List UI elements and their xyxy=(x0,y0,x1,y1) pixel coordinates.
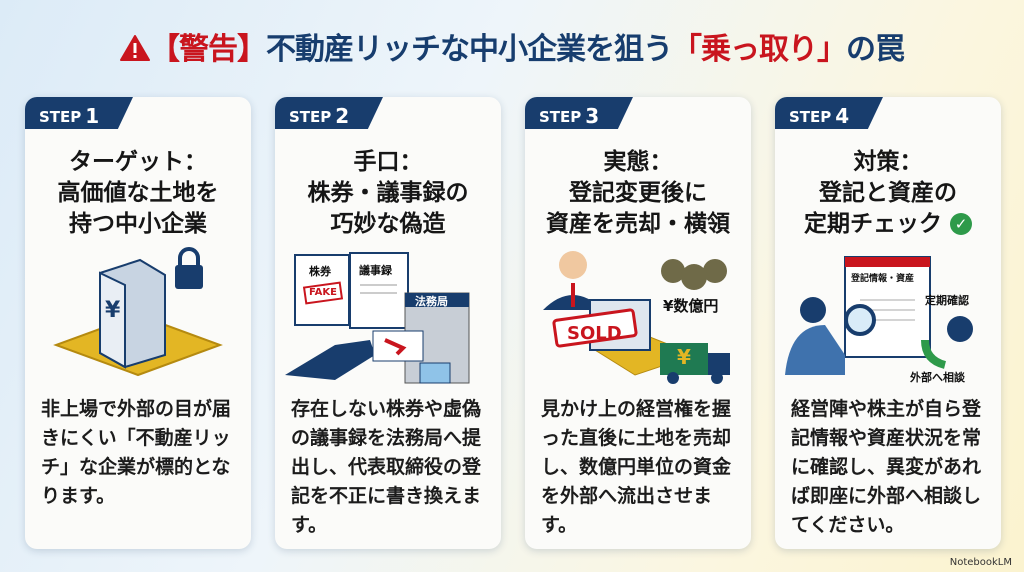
consult-label: 外部へ相談 xyxy=(910,371,965,384)
step-heading: ターゲット：高価値な土地を持つ中小企業 xyxy=(57,149,219,237)
registry-doc-label: 登記情報・資産 xyxy=(851,274,915,284)
stock-certificate-label: 株券 xyxy=(309,265,331,278)
title-main: 不動産リッチな中小企業を狙う xyxy=(266,32,673,67)
monitoring-illustration: 登記情報・資産 定期確認 外部へ相談 xyxy=(775,245,1001,390)
asset-sale-illustration: SOLD ¥数億円 ¥ xyxy=(525,245,751,390)
yen-truck-icon: ¥ xyxy=(677,345,691,369)
minutes-label: 議事録 xyxy=(359,264,392,277)
building-land-illustration: ¥ xyxy=(25,245,251,390)
title-prefix: 【警告】 xyxy=(150,32,267,67)
check-icon: ✓ xyxy=(950,213,972,235)
legal-affairs-bureau-label: 法務局 xyxy=(415,295,448,308)
svg-text:¥: ¥ xyxy=(105,298,121,323)
fake-stamp: FAKE xyxy=(309,287,338,298)
step-description: 非上場で外部の目が届きにくい「不動産リッチ」な企業が標的となります。 xyxy=(41,398,232,507)
step-heading: 手口：株券・議事録の巧妙な偽造 xyxy=(307,149,469,237)
step-description: 存在しない株券や虚偽の議事録を法務局へ提出し、代表取締役の登記を不正に書き換えま… xyxy=(291,398,482,536)
step-description: 見かけ上の経営権を握った直後に土地を売却し、数億円単位の資金を外部へ流出させます… xyxy=(541,398,732,536)
warning-icon xyxy=(120,35,150,61)
forgery-illustration: 株券 FAKE 議事録 法務局 xyxy=(275,245,501,390)
step-heading: 実態：登記変更後に資産を売却・横領 xyxy=(546,149,730,237)
title-suffix: の罠 xyxy=(846,32,905,67)
step-description: 経営陣や株主が自ら登記情報や資産状況を常に確認し、異変があれば即座に外部へ相談し… xyxy=(791,398,982,536)
page-title: 【警告】不動産リッチな中小企業を狙う「乗っ取り」の罠 xyxy=(0,24,1024,68)
notebooklm-watermark: NotebookLM xyxy=(949,557,1012,568)
title-highlight: 「乗っ取り」 xyxy=(672,32,847,67)
sold-sign: SOLD xyxy=(567,323,622,344)
money-amount-label: ¥数億円 xyxy=(663,297,719,315)
periodic-check-label: 定期確認 xyxy=(925,294,969,307)
step-heading: 対策：登記と資産の定期チェック ✓ xyxy=(775,147,1001,240)
